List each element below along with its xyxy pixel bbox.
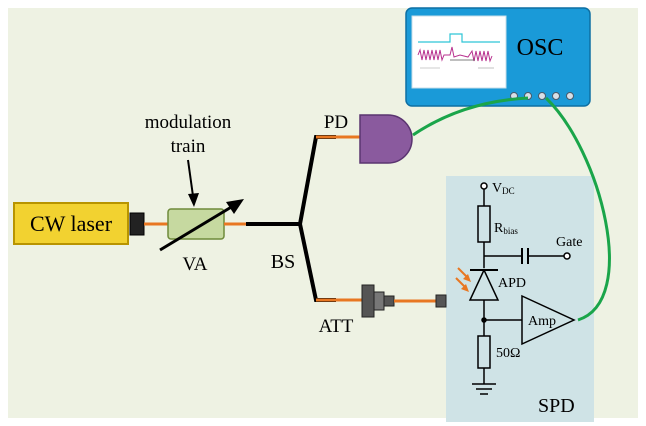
cw-laser: CW laser <box>13 202 145 245</box>
attenuator-barrel <box>373 291 385 311</box>
attenuator-body <box>361 284 375 318</box>
pd-to-osc-cable <box>412 96 529 137</box>
spd-panel <box>446 176 594 422</box>
osc-knob-5 <box>566 92 574 100</box>
variable-attenuator-icon <box>167 208 225 240</box>
attenuator: ATT <box>319 284 395 337</box>
photodetector-icon <box>359 114 413 164</box>
att-label: ATT <box>319 316 354 337</box>
osc-knob-4 <box>552 92 560 100</box>
oscilloscope: OSC <box>405 7 591 107</box>
light-arrow-head-1 <box>463 274 471 282</box>
attenuator-tip <box>383 295 395 307</box>
modulation-arrow <box>187 159 194 197</box>
rbias-label: Rbias <box>494 221 518 236</box>
modulation-label-line1: modulation <box>145 112 232 133</box>
va-adjust-arrow <box>159 201 239 252</box>
light-arrow-head-2 <box>461 284 469 292</box>
amp-to-osc-cable <box>544 96 611 322</box>
modulation-arrow-head <box>188 193 199 207</box>
variable-attenuator: VA <box>159 199 244 275</box>
pd-label: PD <box>324 112 348 133</box>
va-arrow-head <box>226 199 244 214</box>
photodetector: PD <box>324 112 413 164</box>
oscilloscope-screen <box>411 15 507 89</box>
va-label: VA <box>183 254 208 275</box>
resistor-50-label: 50Ω <box>496 346 520 361</box>
amplifier-triangle-icon <box>521 294 576 346</box>
osc-knob-3 <box>538 92 546 100</box>
waveform-trace-magenta <box>417 46 493 63</box>
vdc-terminal <box>480 182 488 190</box>
cw-laser-label: CW laser <box>30 211 113 236</box>
gate-terminal <box>563 252 571 260</box>
spd-fiber-port <box>435 294 447 308</box>
apd-label: APD <box>498 276 526 291</box>
incident-light-icon <box>455 267 471 292</box>
spd-label: SPD <box>538 395 575 417</box>
osc-label: OSC <box>517 35 564 61</box>
laser-connector <box>129 212 145 236</box>
amp-label: Amp <box>528 314 556 329</box>
spd-circuit <box>468 182 576 395</box>
modulation-label-line2: train <box>171 136 206 157</box>
waveform-trace-cyan <box>418 33 500 43</box>
cw-laser-box-icon <box>13 202 129 245</box>
vdc-label: VDC <box>492 181 515 196</box>
bs-label: BS <box>271 251 295 273</box>
gate-label: Gate <box>556 235 582 250</box>
